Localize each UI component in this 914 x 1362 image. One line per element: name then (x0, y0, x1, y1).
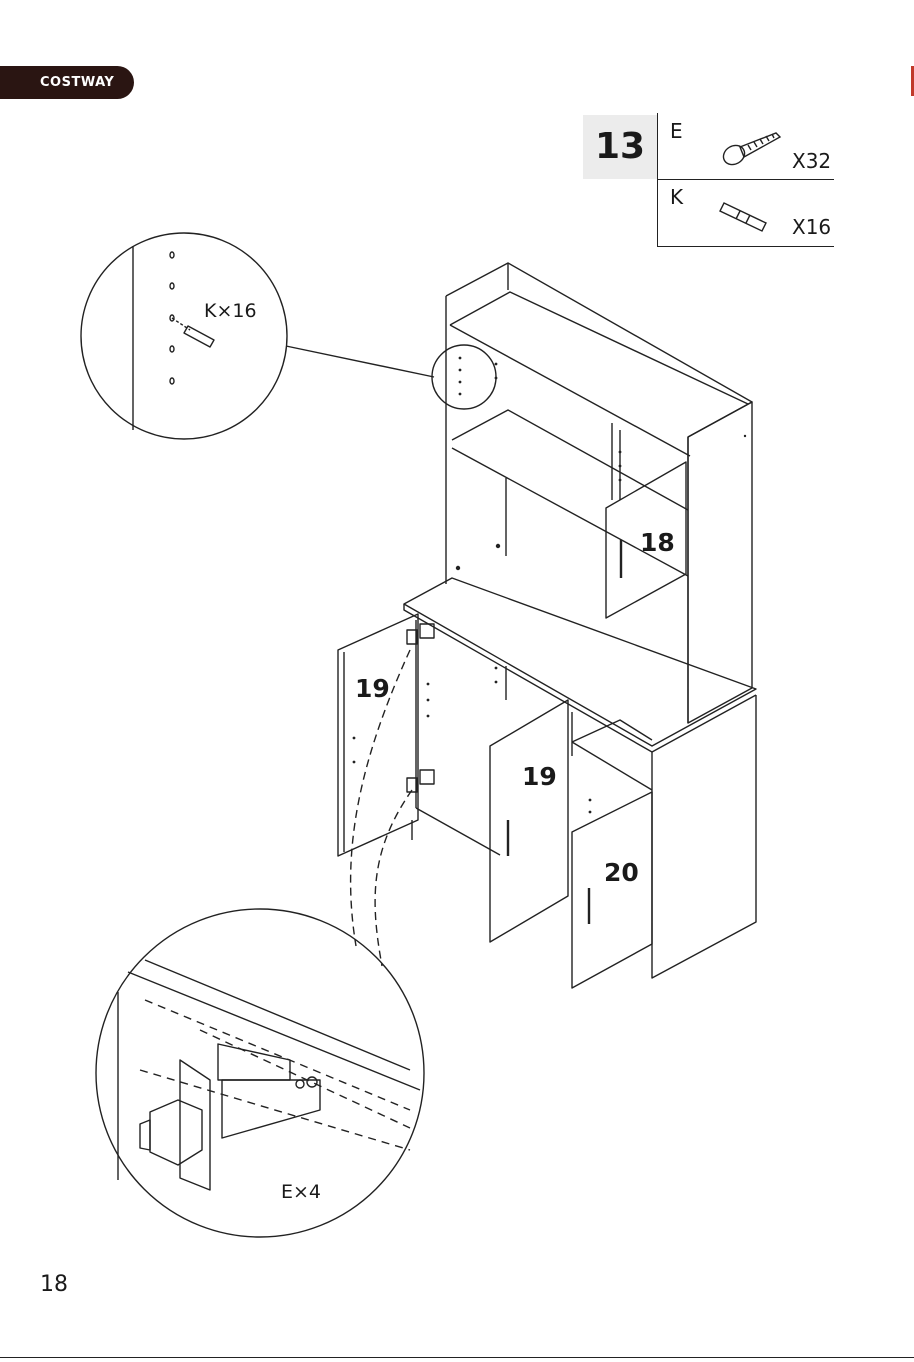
callout-bottom-label: E×4 (281, 1181, 321, 1203)
detail-circle-bottom (96, 909, 424, 1237)
base-cabinet (412, 620, 756, 978)
door-19-left (338, 614, 434, 856)
page-number: 18 (40, 1272, 68, 1297)
countertop (404, 578, 756, 752)
footer-rule (0, 1357, 914, 1358)
door-20 (572, 792, 652, 988)
panel-label-18: 18 (640, 528, 675, 557)
panel-label-19-left: 19 (355, 674, 390, 703)
panel-label-19-middle: 19 (522, 762, 557, 791)
panel-label-20: 20 (604, 858, 639, 887)
callout-top-label: K×16 (204, 300, 257, 322)
door-19-middle (490, 700, 568, 942)
detail-circle-top (81, 233, 496, 439)
